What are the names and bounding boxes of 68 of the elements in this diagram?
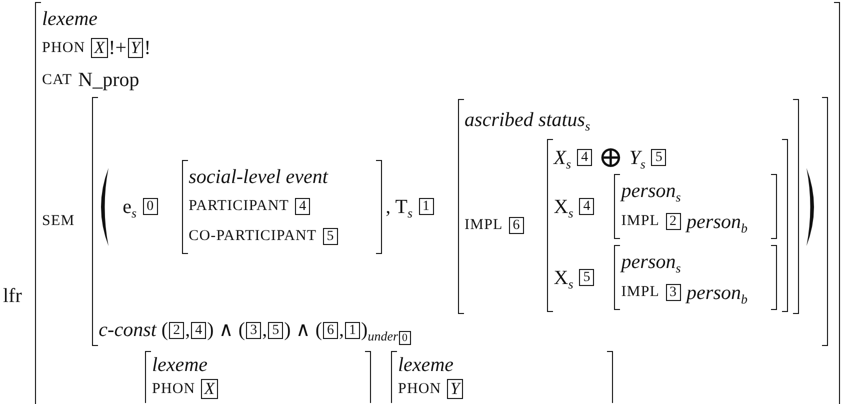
coindex-tag: 0 [142, 198, 158, 215]
type-name: person$_{s}$ [621, 251, 681, 273]
coindex-tag: 4 [191, 322, 206, 338]
type-name: ascribed status$_{s}$ [464, 109, 590, 131]
operator-symbol: ⊕ [598, 142, 624, 172]
coindex-tag: X [91, 38, 108, 58]
feature-name: CO-PARTICIPANT [188, 228, 317, 245]
feature-value: person$_{b}$ [686, 210, 748, 232]
bracketed-matrix [35, 2, 840, 404]
feature-name: PHON [398, 380, 442, 398]
variable: Y$_{s}$ [629, 146, 646, 168]
variable: X$_{s}$ [554, 266, 574, 288]
coindex-tag: 4 [579, 198, 594, 215]
bracketed-matrix [614, 245, 778, 310]
formula-text: , [185, 319, 190, 341]
coindex-tag: 1 [418, 198, 434, 215]
coindex-tag: 3 [666, 284, 681, 301]
coindex-tag: 3 [246, 322, 262, 338]
coindex-tag: Y [128, 38, 144, 58]
coindex-tag: 6 [323, 322, 338, 338]
coindex-tag: 6 [508, 217, 524, 234]
feature-name: IMPL [621, 284, 660, 301]
feature-name: IMPL [464, 217, 503, 234]
formula-text: , [262, 319, 268, 341]
coindex-tag: 5 [322, 228, 338, 245]
feature-name: IMPL [621, 213, 660, 230]
coindex-tag: 4 [577, 149, 592, 166]
variable: , T$_{s}$ [386, 196, 413, 218]
rule-name: lfr [3, 285, 22, 307]
coindex-tag: 0 [399, 331, 411, 345]
variable: X$_{s}$ [554, 196, 574, 218]
type-name: person$_{s}$ [621, 180, 681, 202]
coindex-tag: X [201, 379, 218, 399]
bracketed-matrix [458, 99, 799, 314]
coindex-tag: 5 [651, 149, 666, 166]
feature-name: PHON [152, 380, 196, 398]
coindex-tag: 4 [295, 198, 310, 215]
variable: e$_{s}$ [122, 196, 137, 218]
coindex-tag: 2 [169, 322, 184, 338]
coindex-tag: Y [447, 379, 463, 399]
feature-value: N_prop [78, 69, 140, 91]
operator-symbol: ! [144, 37, 151, 59]
bracketed-matrix [182, 160, 382, 254]
feature-name: SEM [42, 213, 75, 230]
bracketed-matrix [145, 351, 371, 403]
feature-name: PHON [42, 40, 86, 56]
formula-text: ) ∧ ( [284, 319, 322, 341]
bracketed-matrix [92, 97, 828, 346]
type-name: lexeme [152, 354, 208, 376]
type-name: lexeme [42, 8, 98, 30]
feature-value: person$_{b}$ [686, 282, 748, 304]
coindex-tag: 2 [666, 213, 681, 230]
variable: X$_{s}$ [554, 146, 572, 168]
type-name: social-level event [188, 166, 328, 188]
operator-symbol: !+ [108, 37, 127, 59]
constraint-text: c-const ( [98, 319, 168, 341]
bracketed-matrix [546, 139, 788, 312]
coindex-tag: 5 [268, 322, 284, 338]
type-name: lexeme [398, 354, 454, 376]
formula-text: , [339, 319, 344, 341]
bracketed-matrix [391, 351, 613, 403]
formula-text: )$_{under}$ [361, 319, 398, 341]
feature-name: CAT [42, 72, 72, 88]
coindex-tag: 1 [345, 322, 360, 338]
formula-text: ) ∧ ( [207, 319, 246, 341]
bracketed-matrix [614, 174, 778, 239]
coindex-tag: 5 [579, 269, 594, 286]
feature-name: PARTICIPANT [188, 198, 290, 215]
